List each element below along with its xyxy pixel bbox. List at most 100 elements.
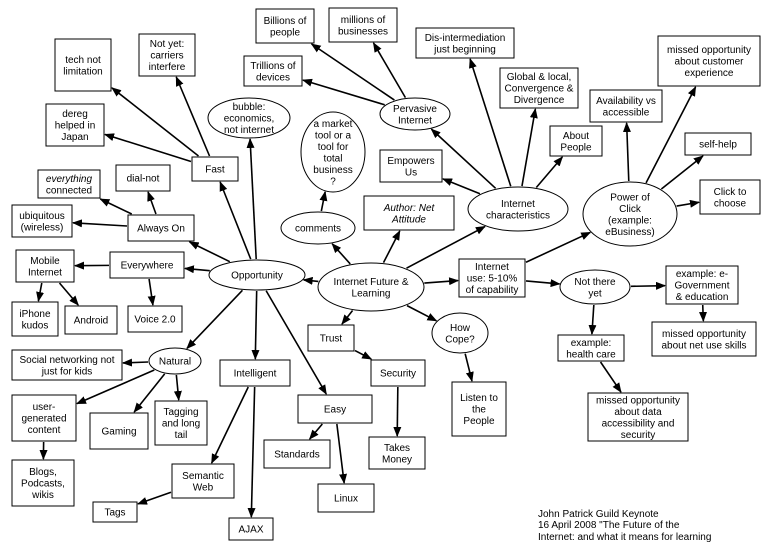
- node-shape: [415, 27, 515, 59]
- node-label: Internet Future &: [333, 277, 408, 288]
- arrow-natural-to-social-networking: [122, 358, 149, 367]
- node-label: Internet: [501, 199, 535, 210]
- node-label: business: [313, 165, 352, 176]
- node-label: Linux: [334, 494, 358, 505]
- node-ajax: AJAX: [228, 517, 274, 541]
- arrow-natural-to-tagging: [173, 374, 182, 401]
- node-label: generated: [21, 414, 66, 425]
- node-label: Learning: [352, 288, 391, 299]
- node-label: Voice 2.0: [134, 315, 176, 326]
- node-dial-not: dial-not: [115, 164, 171, 192]
- node-gaming: Gaming: [89, 412, 149, 450]
- node-label: Japan: [61, 132, 88, 143]
- node-shape: [657, 35, 761, 87]
- node-shape: [317, 483, 375, 513]
- arrow-opportunity-to-easy: [265, 290, 327, 395]
- node-label: characteristics: [486, 210, 550, 221]
- node-shape: [328, 7, 398, 43]
- node-always-on: Always On: [127, 214, 195, 242]
- node-label: helped in: [55, 121, 96, 132]
- arrow-trust-to-security: [354, 349, 373, 360]
- arrow-pervasive-to-trillions: [302, 78, 385, 106]
- node-shape: [127, 214, 195, 242]
- node-shape: [549, 125, 603, 157]
- arrow-not-there-yet-to-health-care: [588, 304, 597, 335]
- node-opportunity: Opportunity: [208, 259, 306, 291]
- arrow-central-to-opportunity: [302, 276, 319, 285]
- node-label: AJAX: [238, 525, 263, 536]
- node-shape: [11, 349, 123, 381]
- arrow-intelligent-to-semantic-web: [210, 386, 249, 464]
- node-shape: [499, 67, 579, 109]
- arrow-security-to-takes-money: [393, 386, 402, 437]
- arrow-opportunity-to-bubble: [246, 137, 257, 260]
- node-label: Intelligent: [234, 369, 277, 380]
- node-easy: Easy: [297, 394, 373, 424]
- arrow-everywhere-to-voice: [147, 278, 156, 306]
- node-everywhere: Everywhere: [109, 251, 185, 279]
- node-shape: [589, 89, 663, 123]
- node-label: dial-not: [127, 174, 160, 185]
- arrow-central-to-trust: [341, 310, 354, 325]
- node-shape: [54, 38, 112, 92]
- node-label: Android: [74, 316, 108, 327]
- node-shape: [297, 394, 373, 424]
- node-label: Cope?: [445, 334, 475, 345]
- node-label: of capability: [466, 285, 519, 296]
- arrow-power-of-click-to-click-to-choose: [676, 199, 700, 208]
- node-label: Fast: [205, 165, 225, 176]
- node-trust: Trust: [307, 324, 355, 352]
- node-label: Click to: [714, 187, 747, 198]
- arrow-power-of-click-to-availability: [622, 122, 631, 182]
- node-label: Tagging: [163, 407, 198, 418]
- node-label: Not yet:: [150, 39, 184, 50]
- caption-line-2: 16 April 2008 "The Future of the: [538, 520, 680, 531]
- caption-line-3: Internet: and what it means for learning: [538, 532, 711, 543]
- node-label: ubiquitous: [19, 211, 65, 222]
- arrow-internet-use-to-power-of-click: [525, 231, 592, 263]
- arrow-natural-to-user-generated: [76, 369, 155, 405]
- node-shape: [171, 463, 235, 499]
- node-label: Blogs,: [29, 467, 57, 478]
- node-shape: [89, 412, 149, 450]
- node-label: tool or a: [315, 130, 352, 141]
- node-shape: [317, 262, 425, 312]
- arrow-health-care-to-missed-data: [599, 361, 622, 393]
- node-shape: [379, 97, 451, 131]
- arrow-central-to-internet-use: [424, 277, 459, 286]
- node-label: Trust: [320, 334, 343, 345]
- node-shape: [451, 381, 507, 437]
- node-blogs: Blogs,Podcasts,wikis: [11, 459, 75, 507]
- node-label: Podcasts,: [21, 479, 65, 490]
- node-shape: [557, 334, 625, 362]
- node-label: Web: [193, 482, 214, 493]
- node-label: Mobile: [30, 256, 60, 267]
- node-comments: comments: [280, 211, 356, 245]
- arrow-pervasive-to-millions-businesses: [372, 42, 407, 99]
- node-label: Click: [619, 204, 642, 215]
- node-security: Security: [370, 359, 426, 387]
- node-label: Security: [380, 369, 416, 380]
- node-label: Always On: [137, 224, 185, 235]
- node-label: businesses: [338, 26, 388, 37]
- node-label: choose: [714, 198, 747, 209]
- node-label: about data: [614, 407, 662, 418]
- node-shape: [15, 249, 75, 283]
- node-label: Internet: [475, 262, 509, 273]
- caption-line-1: John Patrick Guild Keynote: [538, 509, 659, 520]
- node-shape: [45, 103, 105, 147]
- node-label: Author: Net: [383, 203, 436, 214]
- node-label: Social networking not: [19, 355, 114, 366]
- node-label: Tags: [104, 508, 125, 519]
- arrow-central-to-internet-characteristics: [406, 225, 486, 269]
- node-label: everything: [46, 174, 93, 185]
